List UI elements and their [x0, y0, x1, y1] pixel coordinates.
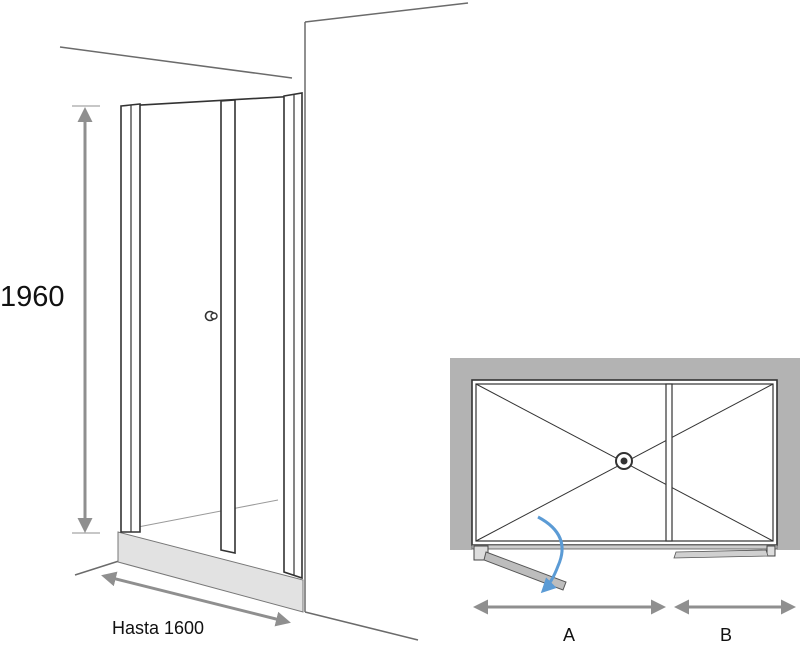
- height-label: 1960: [0, 281, 65, 313]
- door-swing-arrow-icon: [537, 515, 564, 594]
- ceiling-line-left: [59, 46, 293, 79]
- perspective-view: 1960 Hasta 1600: [0, 2, 469, 641]
- ceiling-line-right: [304, 2, 469, 23]
- right-wall-profile: [283, 92, 303, 580]
- plan-open-door: [483, 551, 567, 591]
- plan-view: A B: [450, 358, 800, 645]
- tray-inner-line: [137, 499, 279, 528]
- plan-wall-right: [777, 358, 800, 550]
- plan-fixed-panel-divider: [665, 383, 673, 542]
- floor-line-left: [74, 559, 123, 576]
- width-label: Hasta 1600: [112, 618, 204, 638]
- width-dimension-arrow: [101, 571, 291, 627]
- dimension-b-label: B: [720, 625, 732, 645]
- drain-center: [620, 457, 628, 465]
- center-door-profile: [220, 99, 236, 554]
- plan-wall-back: [450, 358, 800, 380]
- door-handle-knob: [210, 312, 218, 320]
- plan-front-profile: [471, 544, 778, 550]
- shower-tray: [117, 531, 304, 613]
- plan-tray-inner: [475, 383, 774, 542]
- plan-wall-left: [450, 358, 472, 550]
- top-rail: [123, 95, 299, 107]
- floor-line-right: [304, 611, 419, 641]
- dimension-a-label: A: [563, 625, 575, 645]
- plan-fixed-panel: [673, 549, 769, 559]
- plan-hinge-right: [766, 545, 776, 557]
